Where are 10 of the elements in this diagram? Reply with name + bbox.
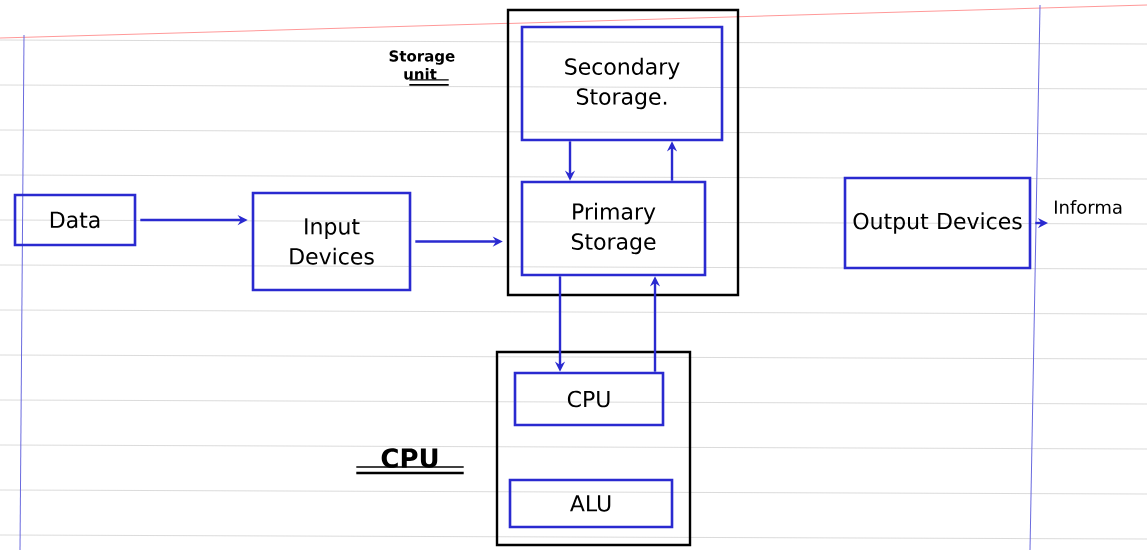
- process-box: Primary Storage: [520, 180, 707, 277]
- process-box: ALU: [508, 478, 674, 529]
- process-box: Data: [13, 193, 137, 247]
- process-box: CPU: [513, 371, 665, 427]
- process-box: Secondary Storage.: [520, 25, 724, 142]
- output-label: Informa: [1055, 200, 1122, 214]
- process-box: Output Devices: [843, 176, 1032, 270]
- unit-heading: Storage unit: [389, 50, 455, 86]
- process-box: Input Devices: [251, 191, 412, 292]
- unit-heading: CPU: [355, 448, 465, 475]
